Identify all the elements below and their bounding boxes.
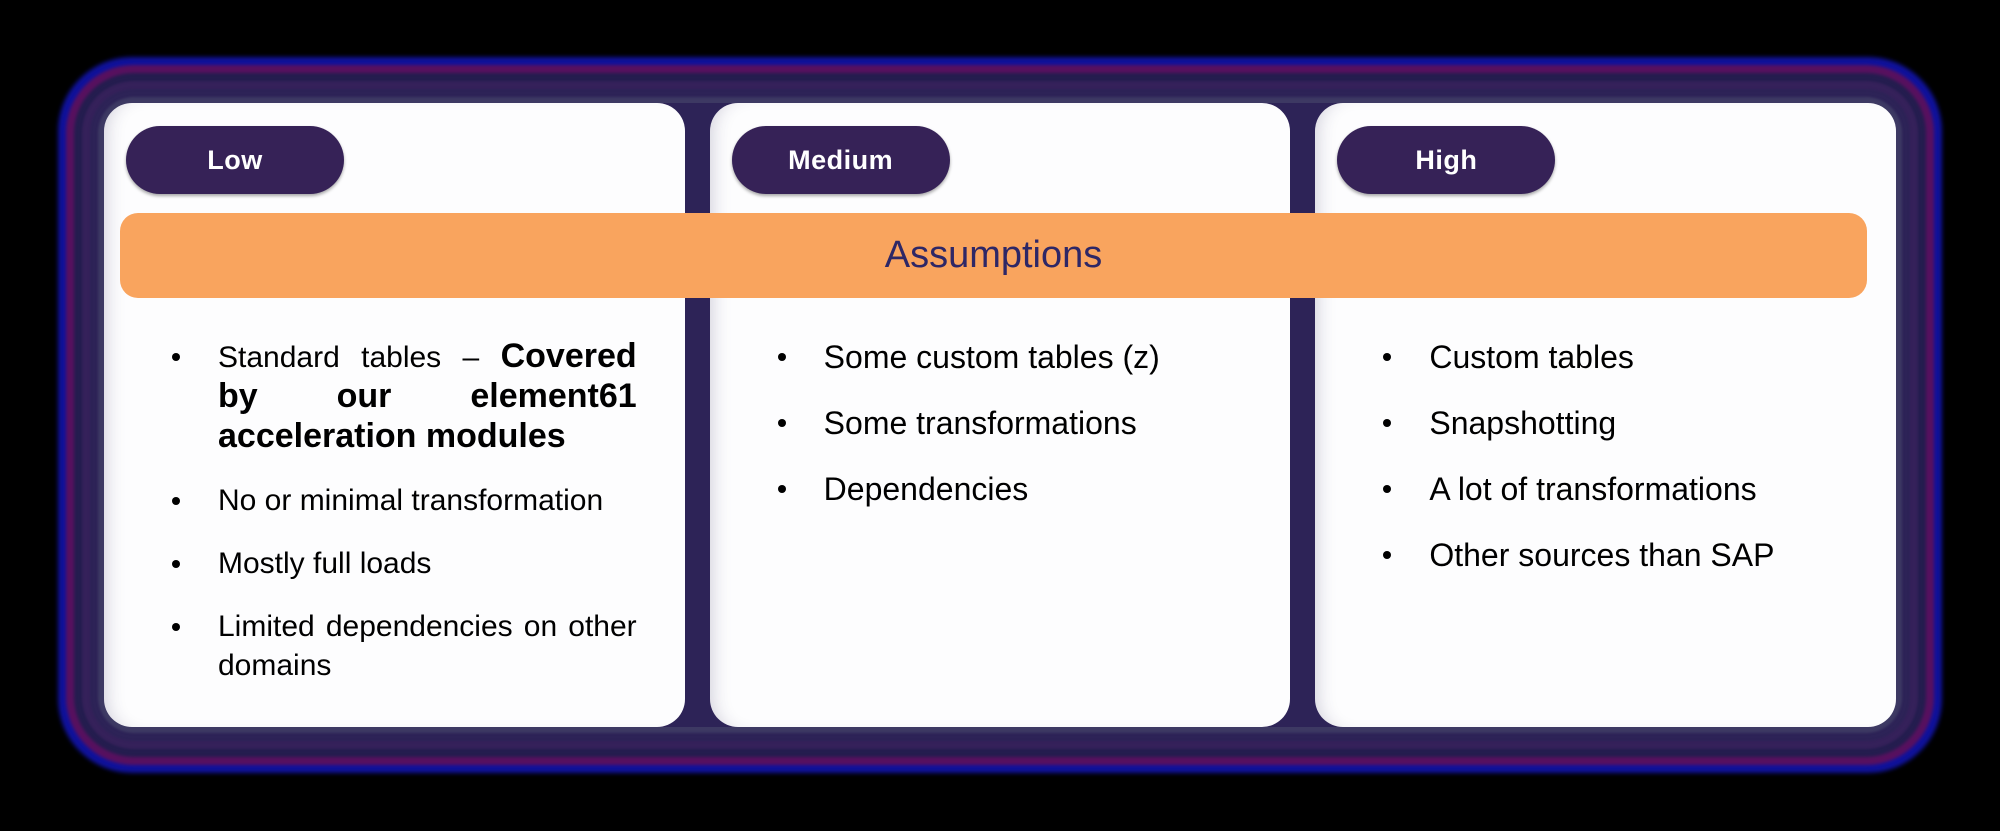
item-text: Custom tables (1429, 339, 1634, 375)
bullet-icon (1383, 419, 1392, 427)
item-text: Dependencies (823, 471, 1029, 507)
item-text: Some transformations (823, 405, 1137, 441)
assumption-list-high: Custom tables Snapshotting A lot of tran… (1315, 337, 1896, 601)
bullet-icon (777, 419, 786, 427)
bullet-icon (172, 560, 180, 568)
item-text: Snapshotting (1429, 405, 1617, 441)
item-text: Limited dependencies on other domains (218, 610, 637, 682)
bullet-icon (172, 497, 180, 505)
difficulty-card-medium: Medium Some custom tables (z) Some trans… (709, 103, 1291, 727)
item-text: Mostly full loads (218, 547, 432, 580)
assumption-list-low: Standard tables – Covered by our element… (104, 337, 685, 709)
difficulty-badge-low: Low (126, 126, 344, 194)
list-item: Some custom tables (z) (777, 337, 1243, 377)
list-item: Dependencies (777, 469, 1243, 509)
bullet-icon (777, 485, 786, 493)
item-text-bold: Covered by our element61 acceleration mo… (218, 337, 637, 455)
list-item: Other sources than SAP (1383, 535, 1848, 575)
difficulty-card-low: Low Standard tables – Covered by our ele… (104, 103, 685, 727)
bullet-icon (1383, 353, 1392, 361)
item-text: A lot of transformations (1429, 471, 1757, 507)
bullet-icon (1383, 551, 1392, 559)
list-item: Snapshotting (1383, 403, 1848, 443)
badge-label: Medium (788, 144, 894, 175)
bullet-icon (777, 353, 786, 361)
list-item: Mostly full loads (172, 544, 637, 583)
bullet-icon (172, 623, 180, 631)
badge-label: Low (207, 144, 263, 175)
assumption-list-medium: Some custom tables (z) Some transformati… (710, 337, 1291, 535)
item-text: Standard tables – (218, 341, 501, 374)
list-item: Some transformations (777, 403, 1243, 443)
list-item: Standard tables – Covered by our element… (172, 337, 637, 457)
difficulty-badge-high: High (1337, 126, 1556, 194)
difficulty-badge-medium: Medium (731, 126, 950, 194)
list-item: A lot of transformations (1383, 469, 1848, 509)
bullet-icon (172, 353, 180, 361)
item-text: Other sources than SAP (1429, 537, 1775, 573)
banner-title: Assumptions (884, 234, 1103, 276)
badge-label: High (1415, 144, 1478, 175)
list-item: Limited dependencies on other domains (172, 607, 637, 685)
difficulty-card-high: High Custom tables Snapshotting A lot of… (1315, 103, 1897, 727)
item-text: Some custom tables (z) (823, 339, 1160, 375)
card-group: Low Standard tables – Covered by our ele… (104, 103, 1897, 727)
list-item: No or minimal transformation (172, 481, 637, 520)
bullet-icon (1383, 485, 1392, 493)
list-item: Custom tables (1383, 337, 1848, 377)
assumptions-banner: Assumptions (120, 213, 1867, 298)
item-text: No or minimal transformation (218, 484, 604, 517)
